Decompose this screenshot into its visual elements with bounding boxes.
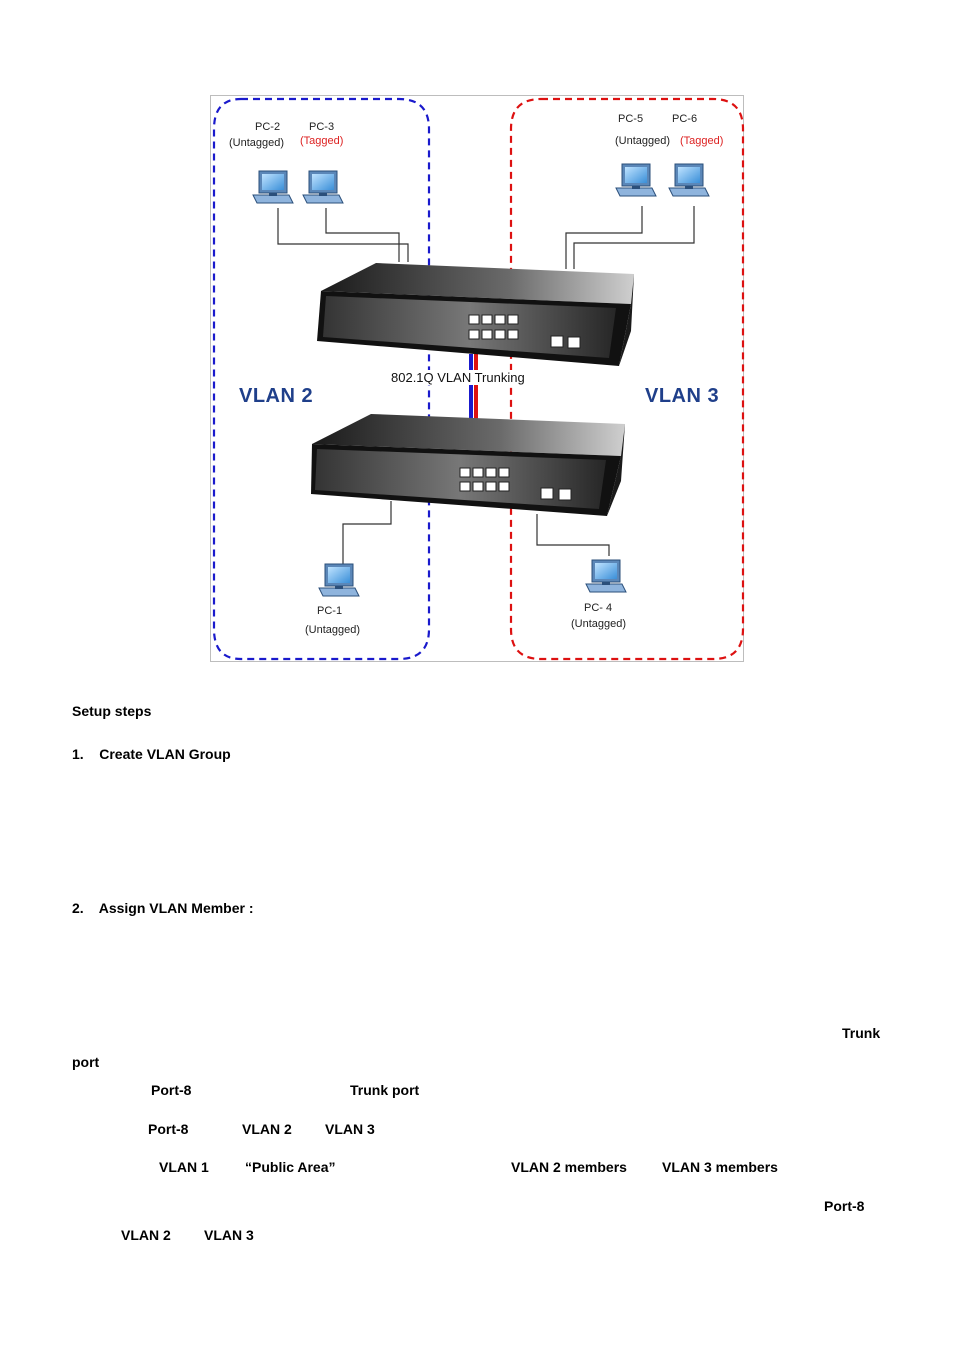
pc5-label: PC-5 (618, 113, 644, 125)
pc1-computer-icon (318, 563, 360, 597)
line5-vlan3: VLAN 3 (204, 1227, 254, 1243)
port-word: port (72, 1054, 100, 1070)
step1-heading: 1. Create VLAN Group (72, 746, 231, 762)
pc6-tag: (Tagged) (680, 135, 724, 147)
pc5-computer-icon (615, 163, 657, 197)
diagram-graphics (212, 97, 745, 661)
pc6-computer-icon (668, 163, 710, 197)
vlan-trunking-diagram: PC-2 (Untagged) PC-3 (Tagged) PC-5 (Unta… (210, 95, 745, 662)
pc2-label: PC-2 (255, 121, 281, 133)
trunk-label: 802.1Q VLAN Trunking (389, 370, 527, 385)
line3-vlan2-members: VLAN 2 members (511, 1159, 627, 1175)
pc1-label: PC-1 (317, 605, 343, 617)
setup-steps-heading: Setup steps (72, 703, 152, 719)
vlan3-region (509, 97, 745, 661)
trunk-cable-blue (469, 354, 473, 419)
line3-vlan3-members: VLAN 3 members (662, 1159, 778, 1175)
trunk-cable-red (474, 354, 478, 419)
pc5-tag: (Untagged) (615, 135, 671, 147)
line2-vlan2: VLAN 2 (242, 1121, 292, 1137)
line4-port8: Port-8 (824, 1198, 865, 1214)
top-switch (317, 263, 634, 366)
pc3-label: PC-3 (309, 121, 335, 133)
pc3-tag: (Tagged) (300, 135, 344, 147)
pc6-label: PC-6 (672, 113, 698, 125)
pc4-label: PC- 4 (584, 602, 613, 614)
vlan2-title: VLAN 2 (239, 385, 314, 407)
line3-vlan1: VLAN 1 (159, 1159, 209, 1175)
trunk-word: Trunk (842, 1025, 881, 1041)
pc4-tag: (Untagged) (571, 618, 627, 630)
vlan3-title: VLAN 3 (645, 385, 720, 407)
line1-port8: Port-8 (151, 1082, 192, 1098)
pc3-computer-icon (302, 170, 344, 204)
cable-lines (277, 206, 695, 574)
step2-heading: 2. Assign VLAN Member : (72, 900, 254, 916)
line5-vlan2: VLAN 2 (121, 1227, 171, 1243)
line2-port8: Port-8 (148, 1121, 189, 1137)
bottom-switch (311, 414, 625, 516)
pc1-tag: (Untagged) (305, 624, 361, 636)
line2-vlan3: VLAN 3 (325, 1121, 375, 1137)
pc4-computer-icon (585, 559, 627, 593)
pc2-tag: (Untagged) (229, 137, 285, 149)
pc2-computer-icon (252, 170, 294, 204)
vlan2-region (212, 97, 431, 661)
line3-public-area: “Public Area” (245, 1159, 336, 1175)
line1-trunk-port: Trunk port (350, 1082, 420, 1098)
